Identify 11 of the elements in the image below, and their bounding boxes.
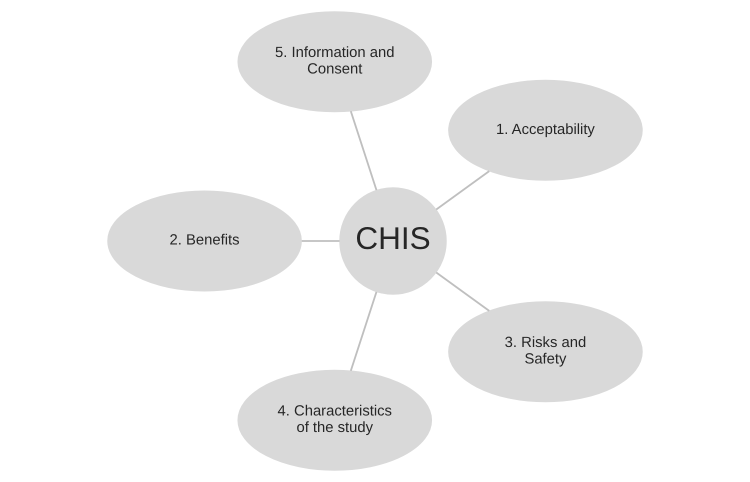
node-ellipse: 1. Acceptability bbox=[448, 80, 643, 181]
connector bbox=[436, 170, 490, 210]
connector bbox=[302, 240, 340, 242]
connector bbox=[350, 110, 378, 190]
node-ellipse: 4. Characteristics of the study bbox=[237, 370, 432, 471]
node-ellipse: 5. Information and Consent bbox=[237, 11, 432, 112]
connector bbox=[350, 292, 378, 372]
connector bbox=[436, 272, 490, 312]
node-ellipse: 2. Benefits bbox=[107, 190, 302, 292]
node-ellipse: 3. Risks and Safety bbox=[448, 301, 643, 402]
node-circle: CHIS bbox=[339, 187, 447, 295]
